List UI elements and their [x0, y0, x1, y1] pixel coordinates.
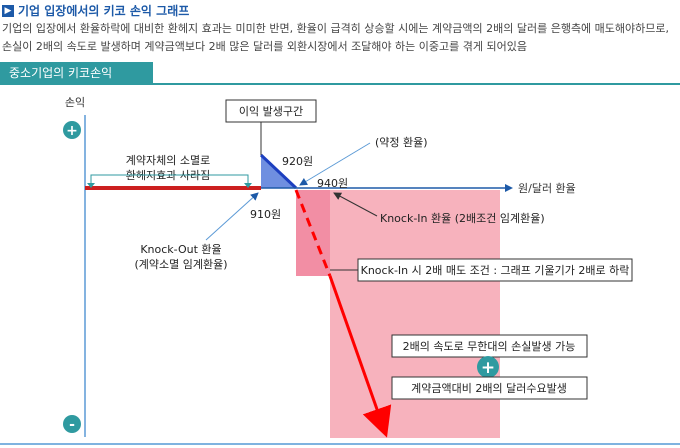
- description-text: 기업의 입장에서 환율하락에 대비한 환헤지 효과는 미미한 반면, 환율이 급…: [2, 22, 670, 53]
- rate-940-label: 940원: [317, 177, 348, 190]
- bracket-arrow-right-icon: [244, 183, 252, 188]
- combine-plus-icon: [477, 356, 499, 378]
- loss-zone-large: [330, 190, 500, 438]
- bracket-arrow-left-icon: [87, 183, 95, 188]
- y-axis-label: 손익: [65, 96, 85, 109]
- dollar-demand-box: [391, 376, 588, 400]
- knock-out-label-line2: (계약소멸 임계환율): [134, 257, 227, 271]
- agreed-rate-label: (약정 환율): [375, 135, 428, 149]
- minus-symbol: -: [69, 417, 75, 433]
- profit-zone-box: [225, 99, 317, 123]
- rate-920-label: 920원: [282, 155, 313, 168]
- loss-line-dashed: [294, 189, 332, 277]
- knock-in-condition-label: Knock-In 시 2배 매도 조건 : 그래프 기울기가 2배로 하락: [361, 263, 630, 277]
- plus-circle-icon: [63, 121, 81, 139]
- extinction-note-line1: 계약자체의 소멸로: [126, 153, 210, 167]
- section-tab: 중소기업의 키코손익: [0, 62, 153, 84]
- extinction-bracket: [90, 174, 249, 183]
- combine-plus-symbol: +: [481, 358, 495, 378]
- plus-symbol: +: [66, 123, 78, 139]
- title-row: ▶ 기업 입장에서의 키코 손익 그래프: [2, 2, 189, 19]
- profit-slope-line: [259, 153, 298, 190]
- knock-in-pointer: [333, 192, 378, 217]
- x-axis-arrow-icon: [505, 184, 513, 192]
- knock-out-label-line1: Knock-Out 환율: [140, 243, 221, 256]
- minus-circle-icon: [63, 415, 81, 433]
- loss-speed-label: 2배의 속도로 무한대의 손실발생 가능: [403, 340, 576, 353]
- section-tab-underline: [0, 83, 680, 85]
- knock-out-pointer: [205, 192, 259, 241]
- knock-in-label: Knock-In 환율 (2배조건 임계환율): [380, 212, 545, 225]
- loss-line-steep: [328, 275, 392, 438]
- profit-zone-label: 이익 발생구간: [239, 105, 303, 118]
- dollar-demand-label: 계약금액대비 2배의 달러수요발생: [411, 381, 567, 395]
- arrow-right-icon: ▶: [2, 4, 14, 17]
- page-title: 기업 입장에서의 키코 손익 그래프: [18, 4, 190, 18]
- x-axis-label: 원/달러 환율: [518, 182, 576, 195]
- agreed-rate-pointer: [299, 142, 371, 186]
- rate-910-label: 910원: [250, 208, 281, 221]
